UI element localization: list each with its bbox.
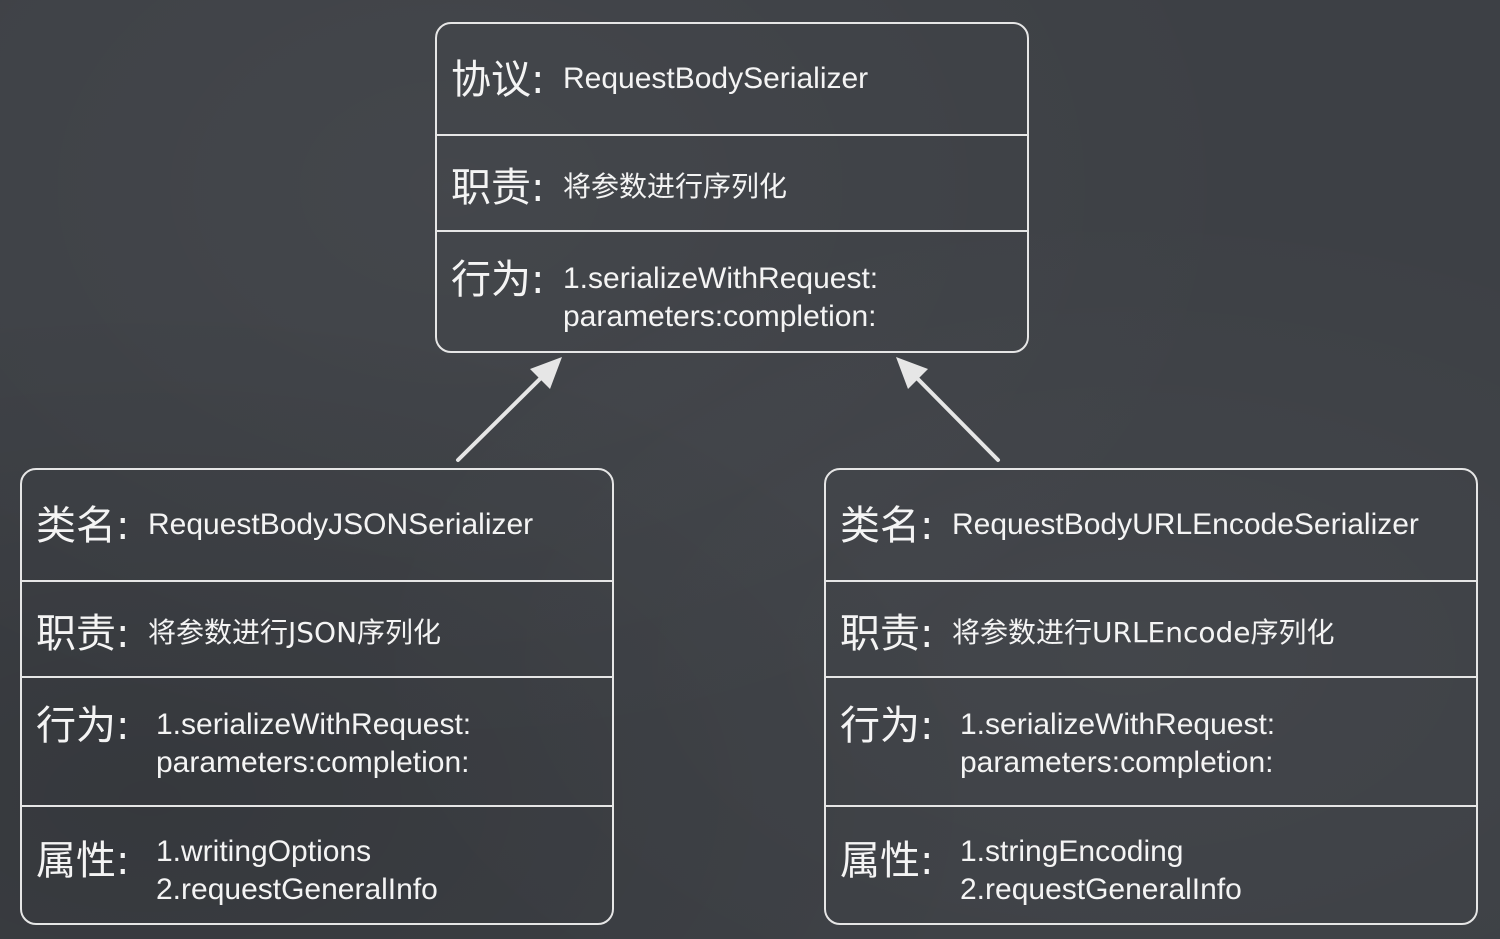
url-duty-row: 职责: 将参数进行URLEncode序列化 (826, 580, 1476, 678)
json-duty-label: 职责: (36, 611, 130, 657)
json-behavior-row: 行为: 1.serializeWithRequest: parameters:c… (22, 676, 612, 807)
url-property-label: 属性: (840, 838, 934, 884)
url-property-list: 1.stringEncoding 2.requestGeneralInfo (960, 833, 1242, 909)
url-behavior-label: 行为: (840, 703, 934, 749)
json-class-row: 类名: RequestBodyJSONSerializer (22, 470, 612, 582)
json-class-name: RequestBodyJSONSerializer (148, 508, 534, 541)
protocol-box: 协议: RequestBodySerializer 职责: 将参数进行序列化 行… (435, 22, 1029, 353)
json-serializer-box: 类名: RequestBodyJSONSerializer 职责: 将参数进行J… (20, 468, 614, 925)
url-property-line-1: 1.stringEncoding (960, 835, 1184, 868)
urlencode-serializer-box: 类名: RequestBodyURLEncodeSerializer 职责: 将… (824, 468, 1478, 925)
json-property-line-1: 1.writingOptions (156, 835, 372, 868)
url-class-label: 类名: (840, 503, 934, 549)
protocol-duty-row: 职责: 将参数进行序列化 (437, 134, 1027, 232)
url-duty: 将参数进行URLEncode序列化 (952, 616, 1335, 649)
json-behavior-line-2: parameters:completion: (156, 746, 470, 779)
protocol-name-row: 协议: RequestBodySerializer (437, 24, 1027, 136)
url-property-line-2: 2.requestGeneralInfo (960, 873, 1242, 906)
protocol-duty-label: 职责: (451, 165, 545, 211)
json-duty-row: 职责: 将参数进行JSON序列化 (22, 580, 612, 678)
url-class-row: 类名: RequestBodyURLEncodeSerializer (826, 470, 1476, 582)
protocol-label: 协议: (451, 57, 545, 103)
url-behavior-list: 1.serializeWithRequest: parameters:compl… (960, 706, 1275, 782)
json-behavior-list: 1.serializeWithRequest: parameters:compl… (156, 706, 471, 782)
json-behavior-line-1: 1.serializeWithRequest: (156, 708, 472, 741)
json-property-list: 1.writingOptions 2.requestGeneralInfo (156, 833, 438, 909)
url-behavior-row: 行为: 1.serializeWithRequest: parameters:c… (826, 676, 1476, 807)
json-duty: 将参数进行JSON序列化 (148, 616, 442, 649)
protocol-behavior-line-2: parameters:completion: (563, 300, 877, 333)
protocol-behavior-label: 行为: (451, 257, 545, 303)
json-behavior-label: 行为: (36, 703, 130, 749)
json-class-label: 类名: (36, 503, 130, 549)
json-property-label: 属性: (36, 838, 130, 884)
protocol-behavior-line-1: 1.serializeWithRequest: (563, 262, 879, 295)
json-property-row: 属性: 1.writingOptions 2.requestGeneralInf… (22, 805, 612, 923)
url-class-name: RequestBodyURLEncodeSerializer (952, 508, 1419, 541)
url-behavior-line-1: 1.serializeWithRequest: (960, 708, 1276, 741)
protocol-duty: 将参数进行序列化 (563, 170, 788, 203)
arrow-urlencode-to-protocol (896, 357, 1000, 462)
protocol-behavior-row: 行为: 1.serializeWithRequest: parameters:c… (437, 230, 1027, 351)
url-property-row: 属性: 1.stringEncoding 2.requestGeneralInf… (826, 805, 1476, 923)
url-duty-label: 职责: (840, 611, 934, 657)
protocol-behavior-list: 1.serializeWithRequest: parameters:compl… (563, 260, 878, 336)
url-behavior-line-2: parameters:completion: (960, 746, 1274, 779)
json-property-line-2: 2.requestGeneralInfo (156, 873, 438, 906)
protocol-name: RequestBodySerializer (563, 62, 869, 95)
arrow-json-to-protocol (456, 357, 562, 462)
